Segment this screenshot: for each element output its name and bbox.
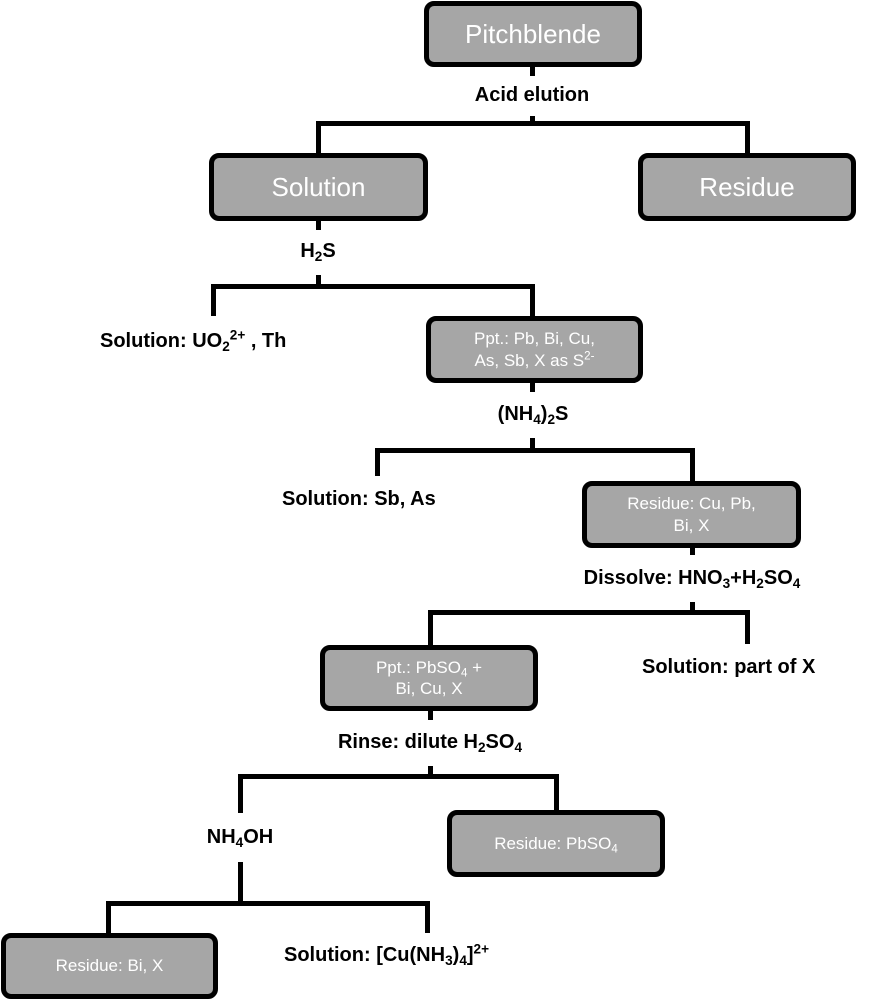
connector [530,284,535,318]
node-label-line2: As, Sb, X as S2- [474,350,595,370]
connector [238,774,243,813]
node-residue-bi-x: Residue: Bi, X [1,933,218,999]
node-residue-pbso4: Residue: PbSO4 [447,810,665,877]
connector [238,862,243,904]
connector [316,121,321,155]
reagent-acid-elution: Acid elution [474,84,590,106]
reagent-h2s: H2S [300,240,336,265]
connector [211,284,216,316]
node-label-line1: Residue: Cu, Pb, [627,494,756,514]
connector [428,610,750,615]
connector [745,121,750,155]
connector [690,448,695,483]
connector [106,901,111,935]
solution-copper-ammine: Solution: [Cu(NH3)4]2+ [284,941,490,969]
node-label-line2: Bi, X [673,515,710,535]
node-residue: Residue [638,153,856,221]
reagent-ammonium-hydroxide: NH4OH [206,826,274,851]
connector [745,610,750,644]
connector [690,602,695,612]
connector [530,438,535,450]
node-solution: Solution [209,153,428,221]
connector [375,448,380,476]
connector [428,610,433,647]
connector [316,220,321,230]
node-label: Residue: PbSO4 [494,833,618,856]
connector [428,710,433,720]
connector [106,901,430,906]
connector [375,448,695,453]
connector [238,774,559,779]
connector [428,766,433,776]
node-ppt-pbso4: Ppt.: PbSO4 + Bi, Cu, X [320,645,538,711]
node-label: Residue [699,171,795,202]
reagent-rinse: Rinse: dilute H2SO4 [337,731,523,756]
connector [316,275,321,285]
connector [211,284,535,289]
connector [425,901,430,933]
node-label: Residue: Bi, X [55,956,164,976]
node-residue-cu-pb-bi-x: Residue: Cu, Pb, Bi, X [582,481,801,548]
connector [530,382,535,392]
reagent-ammonium-sulfide: (NH4)2S [497,403,569,428]
connector [530,66,535,76]
node-label-line2: Bi, Cu, X [395,679,463,698]
solution-sb-as: Solution: Sb, As [282,488,436,510]
connector [316,121,750,126]
solution-uo2-th: Solution: UO22+ , Th [100,327,287,355]
solution-part-of-x: Solution: part of X [642,656,816,678]
node-label: Pitchblende [465,18,601,49]
node-label-line1: Ppt.: Pb, Bi, Cu, [474,329,595,349]
node-label: Solution [271,171,366,202]
node-label-line1: Ppt.: PbSO4 + [375,657,483,680]
node-ppt-sulfides: Ppt.: Pb, Bi, Cu, As, Sb, X as S2- [426,316,643,383]
connector [690,547,695,555]
node-pitchblende: Pitchblende [424,1,642,67]
connector [554,774,559,812]
connector [530,116,535,124]
reagent-dissolve: Dissolve: HNO3+H2SO4 [583,567,801,592]
